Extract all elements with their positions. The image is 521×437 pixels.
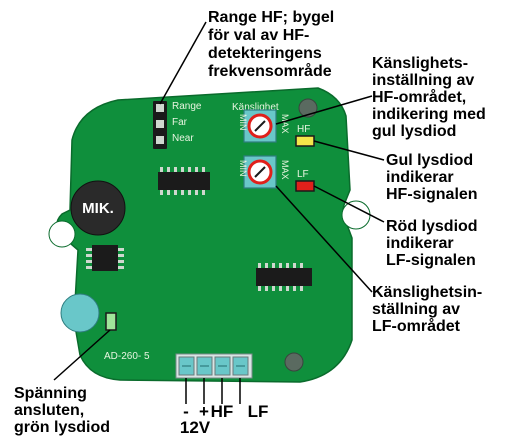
yellow-led — [295, 135, 315, 147]
callout-hf-sens-line-5: gul lysdiod — [372, 123, 456, 140]
ic-chip-small — [86, 245, 124, 271]
callout-yellow-line-2: indikerar — [386, 169, 454, 186]
lf-pot-min-label: MIN — [238, 160, 248, 177]
callout-lf-sens-line-3: LF-området — [372, 317, 461, 335]
callout-range-line-3: detekteringens — [208, 45, 322, 62]
terminal-plus-label: + — [199, 402, 209, 421]
callout-yellow-led: Gul lysdiod indikerar HF-signalen — [386, 152, 478, 203]
callout-red-line-2: indikerar — [386, 235, 454, 252]
callout-yellow-line-1: Gul lysdiod — [386, 152, 473, 169]
pointer-lines — [53, 21, 385, 404]
lf-sensitivity-potentiometer[interactable] — [243, 155, 277, 189]
callout-yellow-line-3: HF-signalen — [386, 186, 478, 203]
callout-power-led: Spänning ansluten, grön lysdiod — [14, 385, 110, 436]
range-header-label: Range — [172, 101, 202, 112]
ic-chip-lower — [256, 263, 312, 291]
mounting-hole-top — [298, 98, 318, 118]
callout-hf-sens-line-3: HF-området, — [372, 88, 466, 106]
ic-chip-upper — [158, 167, 210, 195]
callout-lf-sensitivity: Känslighetsin- ställning av LF-området — [372, 284, 482, 335]
hf-led-label: HF — [297, 124, 310, 135]
terminal-lf-label: LF — [248, 402, 269, 421]
terminal-minus-label: - — [183, 402, 189, 421]
right-notch — [341, 200, 371, 230]
callout-range-line-2: för val av HF- — [208, 27, 309, 44]
model-label: AD-260- 5 — [104, 351, 150, 362]
callout-hf-sensitivity: Känslighets- inställning av HF-området, … — [372, 55, 486, 140]
teal-sensor — [60, 293, 100, 333]
mounting-hole-bottom — [284, 352, 304, 372]
hf-pot-min-label: MIN — [238, 114, 248, 131]
terminal-labels: - + HF LF 12V — [180, 402, 269, 437]
microphone-label: MIK. — [82, 200, 114, 217]
callout-hf-sens-line-2: inställning av — [372, 72, 474, 89]
callout-range: Range HF; bygel för val av HF- detekteri… — [208, 9, 334, 80]
callout-red-line-3: LF-signalen — [386, 252, 476, 269]
range-far-label: Far — [172, 117, 188, 128]
microphone — [70, 180, 126, 236]
callout-red-led: Röd lysdiod indikerar LF-signalen — [386, 218, 478, 269]
range-jumper — [153, 101, 167, 149]
callout-power-line-2: ansluten, — [14, 402, 84, 419]
hf-sensitivity-potentiometer[interactable] — [243, 109, 277, 143]
callout-range-line-4: frekvensområde — [208, 62, 332, 80]
callout-red-line-1: Röd lysdiod — [386, 218, 478, 235]
terminal-voltage-label: 12V — [180, 418, 211, 437]
callout-lf-sens-line-2: ställning av — [372, 301, 460, 318]
left-notch — [48, 220, 76, 248]
red-led — [295, 180, 315, 192]
callout-hf-sens-line-1: Känslighets- — [372, 55, 468, 72]
callout-range-line-1: Range HF; bygel — [208, 9, 334, 26]
range-near-label: Near — [172, 133, 194, 144]
terminal-hf-label: HF — [211, 402, 234, 421]
pcb-board — [55, 87, 353, 383]
hf-pot-max-label: MAX — [280, 114, 290, 134]
sensitivity-label: Känslighet — [232, 102, 279, 113]
callout-power-line-3: grön lysdiod — [14, 419, 110, 436]
callout-power-line-1: Spänning — [14, 385, 87, 402]
terminal-block — [175, 353, 253, 379]
callout-hf-sens-line-4: indikering med — [372, 106, 486, 123]
lf-pot-max-label: MAX — [280, 160, 290, 180]
lf-led-label: LF — [297, 169, 309, 180]
callout-lf-sens-line-1: Känslighetsin- — [372, 284, 482, 301]
green-power-led — [105, 312, 117, 331]
